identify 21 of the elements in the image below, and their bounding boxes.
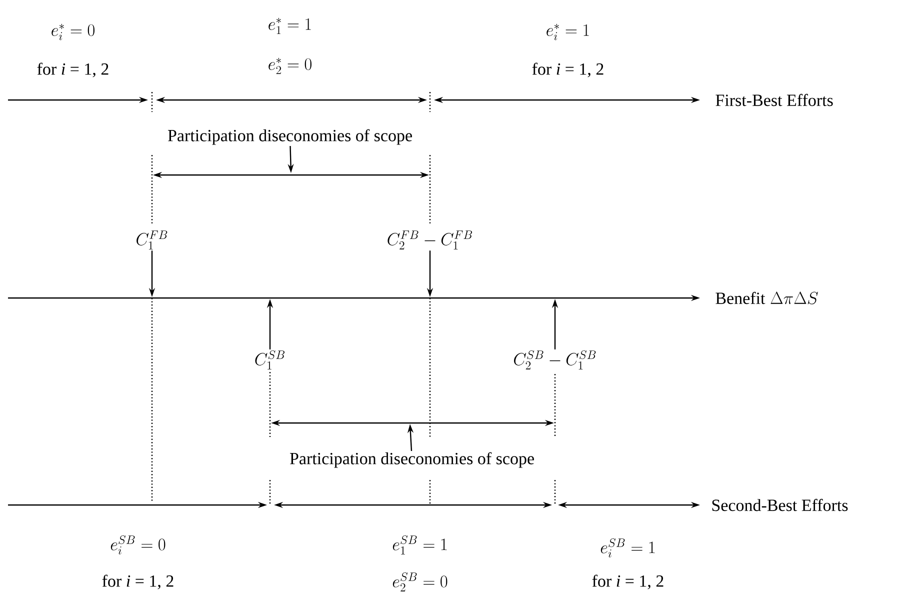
formula-text: $e_i^{*} = 1$: [546, 24, 589, 40]
condition-text: for i = 1, 2: [532, 62, 604, 78]
formula-text: $e_1^{*} = 1$: [268, 18, 311, 34]
condition-text: for i = 1, 2: [592, 574, 664, 590]
cost-label: $C_1^{FB}$: [134, 230, 170, 250]
condition-text: for i = 1, 2: [102, 574, 174, 590]
axis-label: First-Best Efforts: [716, 94, 833, 106]
annotation-text: Participation diseconomies of scope: [166, 128, 414, 146]
condition-text: for i = 1, 2: [37, 62, 108, 78]
annotation-text: Participation diseconomies of scope: [288, 451, 536, 469]
formula-text: $e_2^{*} = 0$: [268, 58, 312, 74]
cost-label: $C_1^{SB}$: [253, 350, 287, 370]
formula-text: $e_i^{*} = 0$: [52, 24, 94, 40]
formula-text: $e_1^{SB} = 1$: [392, 535, 447, 554]
axis-label: Second-Best Efforts: [712, 498, 848, 512]
cost-label: $C_2^{FB} - C_1^{FB}$: [386, 230, 474, 250]
axis-label: $\mathrm{Benefit}\;\Delta\pi\Delta S$: [716, 292, 818, 304]
formula-text: $e_i^{SB} = 0$: [110, 535, 166, 554]
formula-text: $e_i^{SB} = 1$: [600, 538, 655, 558]
cost-label: $C_2^{SB} - C_1^{SB}$: [512, 350, 598, 370]
formula-text: $e_2^{SB} = 0$: [392, 572, 448, 592]
